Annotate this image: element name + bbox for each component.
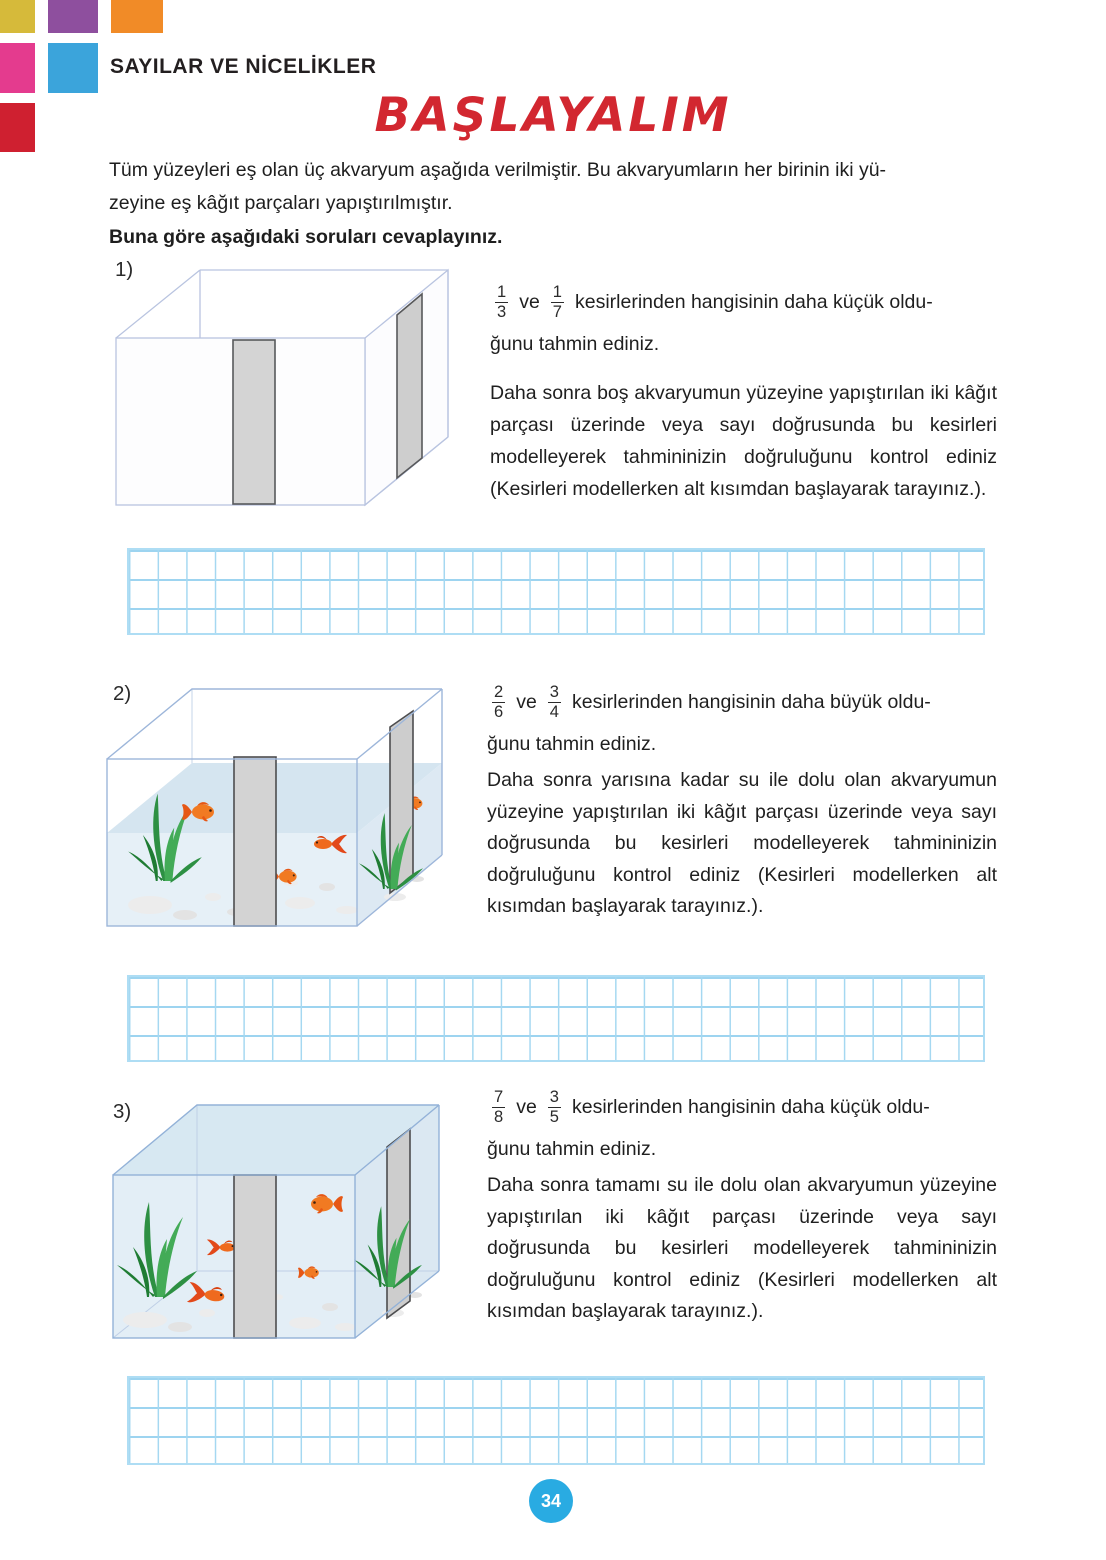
- conjunction: ve: [516, 1095, 537, 1118]
- question-1-label: 1): [115, 258, 134, 281]
- fraction-1-7: 1 7: [550, 283, 564, 321]
- question-1-sentence-cont: ğunu tahmin ediniz.: [490, 333, 660, 355]
- answer-grid-1: [127, 548, 985, 635]
- intro-text: Tüm yüzeyleri eş olan üç akvaryum aşağıd…: [109, 154, 1004, 220]
- paper-strip-front: [233, 756, 277, 927]
- question-2-body: Daha sonra yarısına kadar su ile dolu ol…: [487, 769, 997, 917]
- intro-line-2: zeyine eş kâğıt parçaları yapıştırılmışt…: [109, 192, 453, 214]
- question-2-text: 2 6 ve 3 4 kesirlerinden hangisinin daha…: [487, 678, 997, 923]
- conjunction: ve: [516, 690, 537, 713]
- question-1-body: Daha sonra boş akvaryumun yüzeyine yapış…: [490, 382, 997, 500]
- question-2-label: 2): [113, 682, 132, 705]
- unit-header: SAYILAR VE NİCELİKLER: [110, 55, 377, 78]
- intro-line-1: Tüm yüzeyleri eş olan üç akvaryum aşağıd…: [109, 159, 887, 181]
- answer-grid-3: [127, 1376, 985, 1465]
- page-number-badge: 34: [529, 1479, 573, 1523]
- question-2-sentence: kesirlerinden hangisinin daha büyük oldu…: [571, 690, 931, 713]
- question-1-line1: 1 3 ve 1 7 kesirlerinden hangisinin daha…: [490, 278, 997, 326]
- question-3-body: Daha sonra tamamı su ile dolu olan akvar…: [487, 1174, 997, 1322]
- aquarium-3-full-water-figure: [112, 1104, 440, 1339]
- question-3-sentence-cont: ğunu tahmin ediniz.: [487, 1138, 657, 1160]
- fraction-2-6: 2 6: [492, 683, 506, 721]
- lesson-title: BAŞLAYALIM: [374, 88, 732, 143]
- paper-strip-side: [396, 292, 423, 480]
- question-3-line1: 7 8 ve 3 5 kesirlerinden hangisinin daha…: [487, 1083, 997, 1131]
- decor-square-blue: [48, 43, 98, 93]
- page-number: 34: [540, 1490, 562, 1511]
- fraction-1-3: 1 3: [495, 283, 509, 321]
- paper-strip-front: [232, 339, 276, 505]
- question-3-text: 7 8 ve 3 5 kesirlerinden hangisinin daha…: [487, 1083, 997, 1328]
- question-2-sentence-cont: ğunu tahmin ediniz.: [487, 733, 657, 755]
- paper-strip-side: [386, 1127, 411, 1320]
- aquarium-2-half-water-figure: [106, 688, 443, 927]
- aquarium-glass: [112, 1104, 440, 1339]
- intro-directive: Buna göre aşağıdaki soruları cevaplayını…: [109, 226, 503, 248]
- fraction-3-4: 3 4: [547, 683, 561, 721]
- fraction-3-5: 3 5: [547, 1088, 561, 1126]
- decor-square-yellow: [0, 0, 35, 33]
- fraction-7-8: 7 8: [492, 1088, 506, 1126]
- aquarium-glass: [106, 688, 443, 927]
- answer-grid-2: [127, 975, 985, 1062]
- question-3-label: 3): [113, 1100, 132, 1123]
- decor-square-pink: [0, 43, 35, 93]
- conjunction: ve: [519, 290, 540, 313]
- question-1-sentence: kesirlerinden hangisinin daha küçük oldu…: [574, 290, 933, 313]
- decor-square-orange: [111, 0, 163, 33]
- decor-square-purple: [48, 0, 98, 33]
- question-3-sentence: kesirlerinden hangisinin daha küçük oldu…: [571, 1095, 930, 1118]
- question-2-line1: 2 6 ve 3 4 kesirlerinden hangisinin daha…: [487, 678, 997, 726]
- question-1-text: 1 3 ve 1 7 kesirlerinden hangisinin daha…: [490, 278, 997, 505]
- paper-strip-front: [233, 1174, 277, 1339]
- decor-square-red: [0, 103, 35, 152]
- aquarium-1-empty-figure: [115, 268, 449, 507]
